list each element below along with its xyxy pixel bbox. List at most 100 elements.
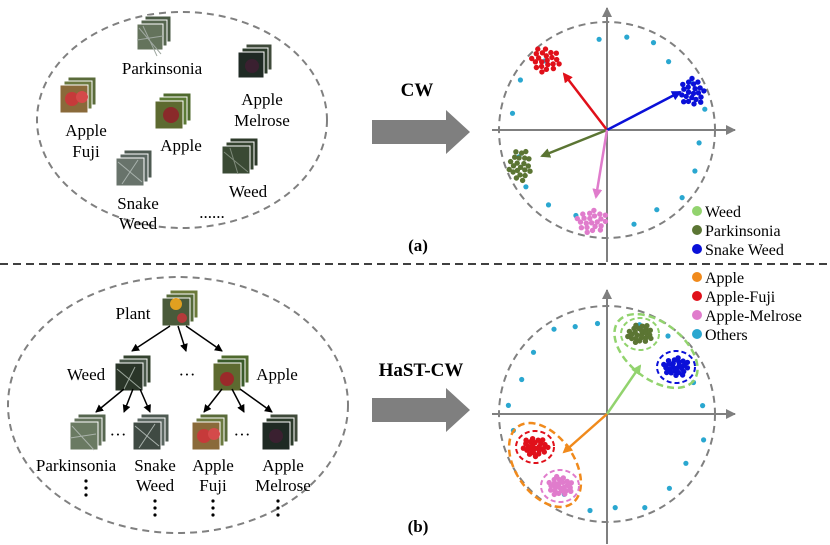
snake-weed-point (664, 369, 670, 376)
vector-apple-melrose-a (592, 129, 609, 199)
parkinsonia-point (521, 160, 527, 167)
cluster-points-a (506, 46, 707, 235)
apple-melrose-cluster-ellipse (540, 469, 580, 503)
parkinsonia-point (526, 156, 532, 162)
weed-label: Weed (229, 182, 268, 201)
snake-weed-point (684, 359, 691, 366)
ellipsis-label: ...... (199, 203, 225, 222)
apple-fuji-point (550, 61, 556, 67)
parkinsonia-point (633, 322, 639, 328)
apple-melrose-point (588, 220, 595, 226)
parkinsonia-point (518, 150, 525, 156)
apple-thumbnail (154, 92, 192, 130)
legend-swatch-apple (692, 272, 702, 282)
others-point (517, 77, 524, 83)
apple-fuji-label-line1: Apple (65, 121, 107, 140)
legend-item-others: Others (692, 327, 748, 344)
others-point (530, 349, 537, 355)
legend-item-apple-melrose: Apple-Melrose (692, 308, 802, 325)
parkinsonia-point (648, 335, 654, 342)
unit-circle-a (498, 21, 716, 239)
snake-weed-label-line2: Weed (119, 214, 158, 233)
snake-weed-point (690, 81, 697, 87)
parkinsonia-label: Parkinsonia (122, 59, 203, 78)
parkinsonia-point (513, 149, 519, 155)
parkinsonia-point (636, 338, 643, 344)
leaf-apple-melrose-line2: Melrose (255, 476, 311, 495)
apple-melrose-leaf-thumbnail (261, 413, 299, 451)
apple-melrose-point (568, 480, 574, 486)
others-point (505, 402, 511, 408)
snake-weed-point (685, 79, 692, 85)
legend-swatch-apple-melrose (692, 310, 702, 320)
snake-weed-point (681, 86, 687, 92)
parkinsonia-point (514, 160, 520, 166)
snake-weed-point (695, 79, 701, 85)
apple-melrose-point (591, 213, 598, 219)
legend-item-apple: Apple (692, 270, 744, 287)
others-point (692, 168, 698, 174)
parkinsonia-point (516, 155, 522, 161)
others-point (701, 437, 707, 443)
apple-fuji-point (543, 66, 550, 73)
apple-fuji-point (539, 69, 545, 75)
apple-fuji-point (529, 55, 535, 62)
vector-apple-b (562, 413, 608, 454)
snake-weed-point (680, 358, 686, 364)
snake-weed-point (695, 90, 702, 96)
snake-weed-point (685, 89, 692, 95)
parkinsonia-point (522, 167, 528, 173)
tree-apple-label: Apple (256, 365, 298, 384)
apple-fuji-point (535, 437, 541, 443)
leaf-snake-weed-line1: Snake (134, 456, 176, 475)
others-point (587, 507, 593, 514)
others-point (624, 34, 630, 40)
snake-weed-label-line1: Snake (117, 194, 159, 213)
parkinsonia-point (639, 323, 645, 329)
apple-melrose-point (602, 218, 609, 225)
others-point (702, 106, 708, 112)
apple-melrose-point (560, 475, 566, 481)
snake-weed-point (679, 372, 686, 378)
apple-fuji-point (540, 437, 546, 443)
parkinsonia-point (644, 323, 650, 329)
snake-weed-leaf-thumbnail (132, 413, 170, 451)
dataset-ellipse-a (36, 11, 328, 229)
others-point (594, 320, 601, 327)
apple-melrose-point (591, 207, 597, 214)
panel-label-a: (a) (408, 236, 428, 255)
embedding-plot-a (492, 7, 736, 262)
apple-fuji-label-line2: Fuji (72, 142, 100, 161)
snake-weed-point (697, 85, 703, 91)
apple-melrose-point (584, 224, 590, 231)
apple-fuji-point (542, 46, 549, 52)
apple-fuji-point (541, 449, 547, 455)
others-point (666, 59, 672, 65)
snake-weed-point (692, 86, 698, 92)
parkinsonia-point (626, 328, 633, 335)
apple-melrose-point (580, 211, 586, 217)
snake-weed-point (698, 99, 704, 105)
leaf-ellipsis-apple: ··· (234, 425, 251, 444)
panel-a: Parkinsonia Apple Melrose Apple Fuji App… (36, 7, 736, 262)
snake-weed-point (673, 372, 679, 378)
unit-circle-b (498, 305, 716, 523)
legend-label-parkinsonia: Parkinsonia (705, 223, 781, 240)
apple-fuji-point (544, 57, 550, 63)
apple-fuji-point (535, 46, 541, 52)
legend-label-apple-melrose: Apple-Melrose (705, 308, 802, 325)
apple-fuji-cluster-ellipse (515, 430, 555, 464)
apple-melrose-point (556, 490, 562, 497)
parkinsonia-point (512, 154, 518, 160)
parkinsonia-point (522, 172, 528, 179)
others-point (650, 40, 657, 46)
snake-weed-point (693, 96, 699, 103)
parkinsonia-point (525, 163, 531, 169)
apple-group-ellipse (507, 421, 583, 509)
apple-melrose-point (568, 488, 574, 494)
snake-weed-point (691, 101, 697, 107)
apple-fuji-point (535, 55, 542, 61)
embedding-plot-b (492, 289, 736, 544)
legend-swatch-weed (692, 206, 702, 216)
